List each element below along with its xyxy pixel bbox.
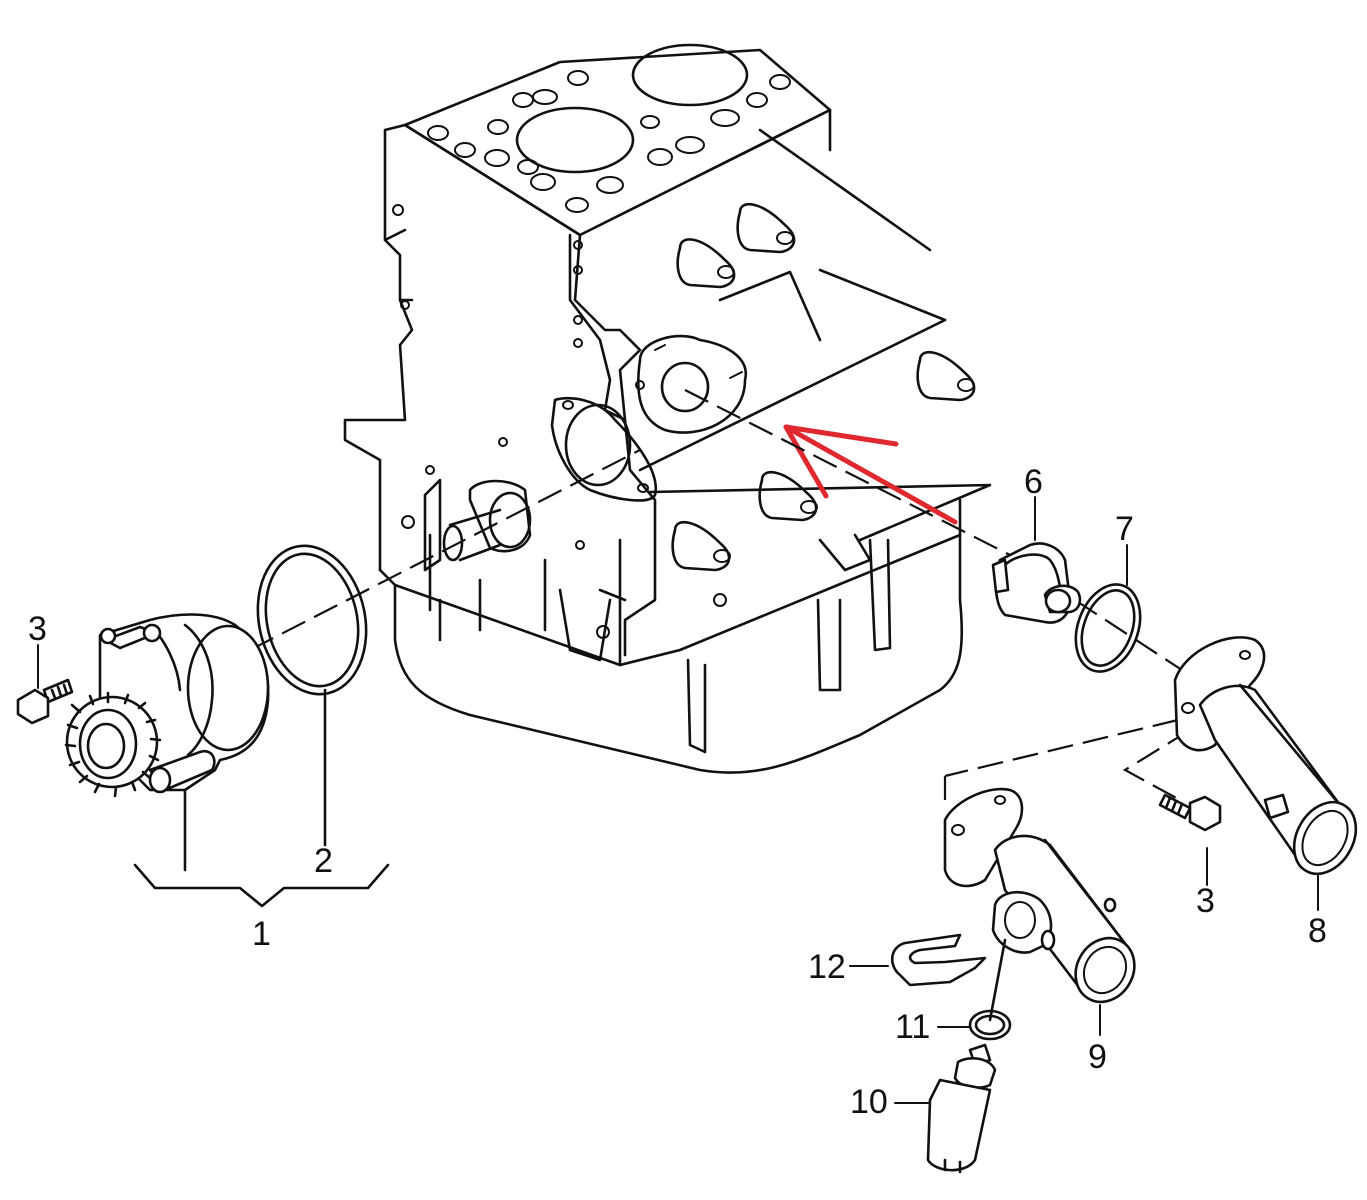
coolant-flange-straight xyxy=(1173,636,1358,911)
label-1: 1 xyxy=(252,915,271,953)
label-2: 2 xyxy=(314,842,333,880)
annotation-arrow xyxy=(783,424,958,525)
label-6: 6 xyxy=(1024,463,1043,501)
label-7: 7 xyxy=(1115,510,1134,548)
label-3-left: 3 xyxy=(28,610,47,648)
label-3-right: 3 xyxy=(1196,882,1215,920)
label-10: 10 xyxy=(850,1083,888,1121)
pump-gasket-o-ring xyxy=(256,544,368,847)
coolant-flange-sensor xyxy=(943,787,1136,1036)
water-pump xyxy=(64,613,270,872)
assembly-centerlines xyxy=(249,389,1191,801)
label-9: 9 xyxy=(1088,1038,1107,1076)
thermostat-o-ring xyxy=(1074,544,1142,673)
callout-labels: 1 2 3 3 6 7 8 9 10 11 12 xyxy=(28,463,1327,1121)
retaining-clip xyxy=(849,933,987,987)
thermostat xyxy=(991,496,1082,624)
bolt-left xyxy=(16,644,74,725)
label-11: 11 xyxy=(895,1008,930,1046)
assembly-bracket xyxy=(133,863,390,908)
label-8: 8 xyxy=(1308,912,1327,950)
bolt-right xyxy=(1158,793,1222,886)
pump-sprocket xyxy=(64,691,162,798)
engine-block xyxy=(343,43,992,774)
label-12: 12 xyxy=(808,948,846,986)
sensor-sealing-ring xyxy=(937,1009,1012,1041)
temperature-sensor xyxy=(894,938,1007,1174)
